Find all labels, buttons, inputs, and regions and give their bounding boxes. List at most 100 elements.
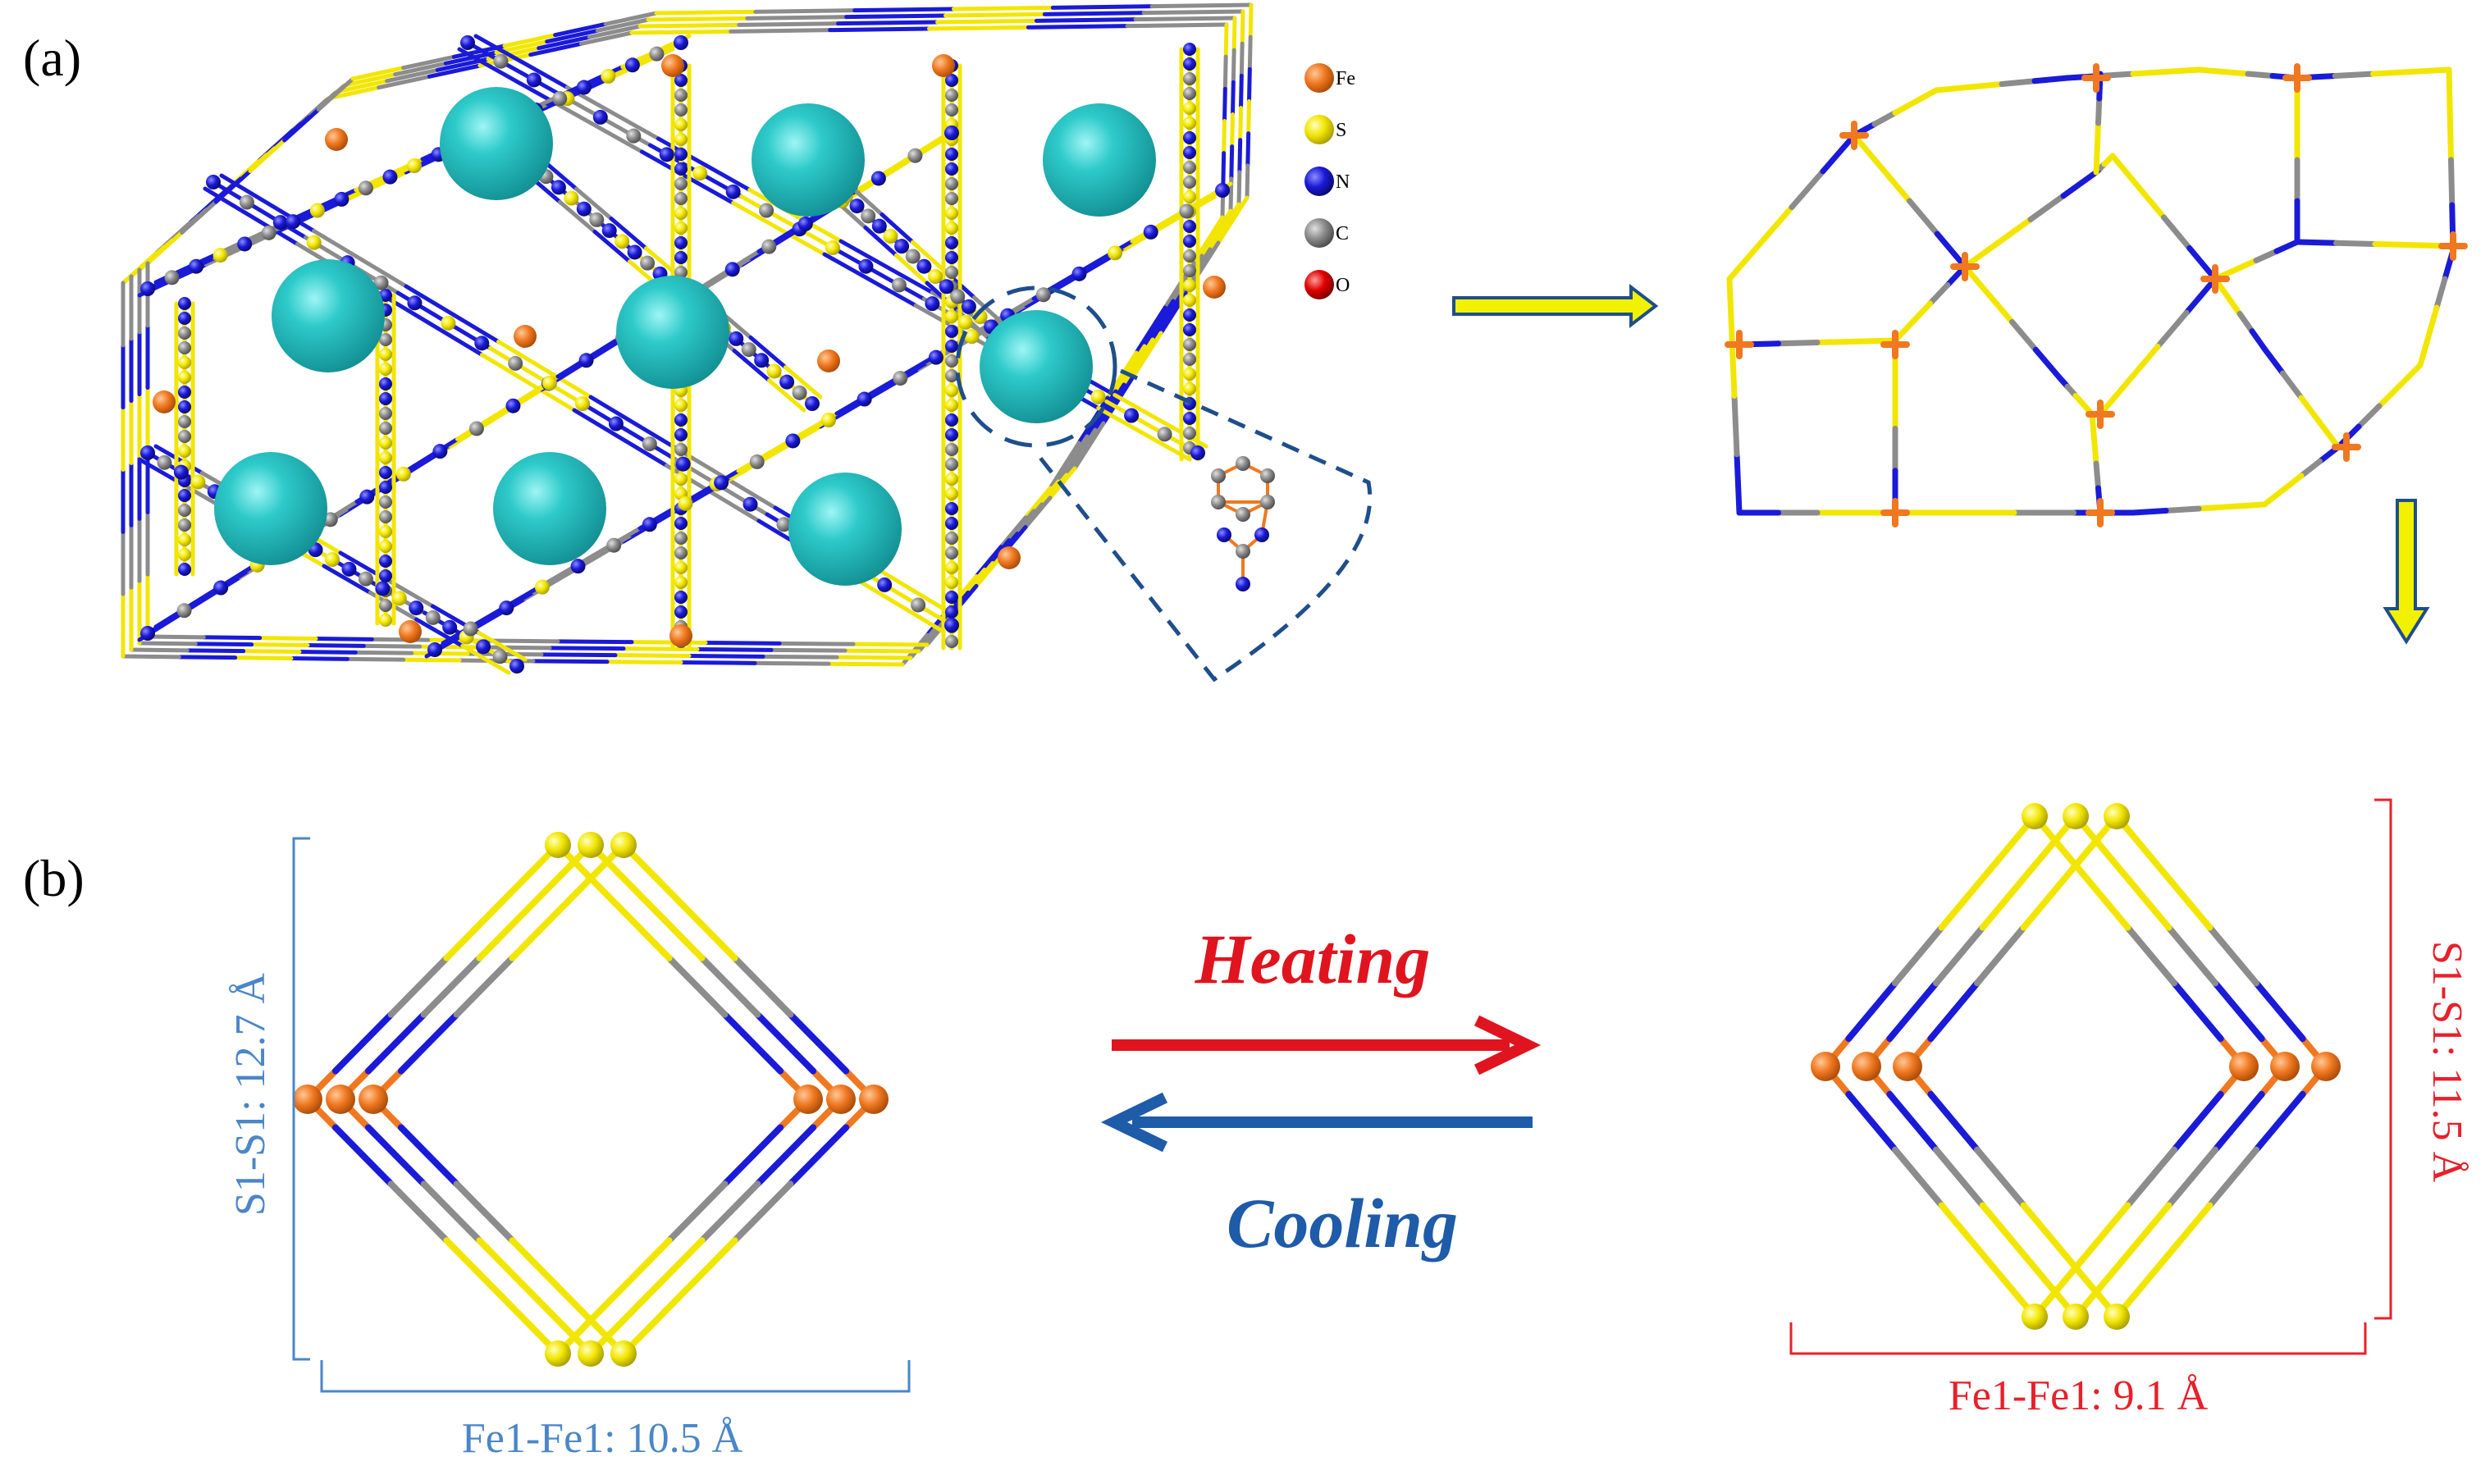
bond-segment: [1927, 282, 1951, 307]
bond-segment: [753, 8, 857, 14]
bond-segment: [974, 555, 1003, 588]
bond-segment: [729, 28, 833, 34]
chain-atom: [945, 546, 958, 559]
chain-atom: [797, 216, 813, 231]
bond-segment: [2165, 924, 2195, 959]
chain-atom: [945, 473, 958, 486]
bond-segment: [857, 568, 954, 628]
bond-segment: [1223, 22, 1229, 59]
s1-atom: [545, 1340, 571, 1367]
bond-segment: [782, 1039, 817, 1075]
bond-segment: [2433, 276, 2448, 311]
bond-segment: [1050, 4, 1154, 10]
bond-segment: [502, 33, 558, 48]
chain-atom: [1143, 224, 1158, 240]
bond-segment: [397, 1039, 432, 1075]
bond-segment: [1238, 106, 1243, 143]
bond-segment: [1962, 868, 1992, 903]
chain-atom: [674, 177, 688, 190]
chain-atom: [1071, 266, 1087, 281]
bond-segment: [473, 34, 569, 89]
bond-segment: [2253, 1118, 2283, 1153]
bond-segment: [504, 1265, 539, 1301]
left-dimension-brackets: S1-S1: 12.7 Å Fe1-Fe1: 10.5 Å: [227, 837, 911, 1462]
bond-segment: [2245, 71, 2276, 79]
bond-segment: [203, 186, 299, 246]
bond-segment: [531, 659, 610, 664]
pore-sphere: [214, 452, 327, 565]
bond-segment: [838, 239, 934, 295]
chain-atom: [358, 571, 373, 587]
bond-segment: [1072, 421, 1106, 471]
bond-segment: [1726, 240, 1764, 282]
bond-segment: [1845, 1090, 1875, 1126]
chain-atom: [674, 148, 688, 161]
bond-segment: [453, 1180, 488, 1216]
bond-segment: [1915, 1174, 1945, 1209]
bond-segment: [1789, 168, 1826, 210]
bond-segment: [1956, 1174, 1986, 1209]
bond-segment: [2067, 1258, 2097, 1293]
bond-segment: [176, 655, 238, 660]
bond-segment: [509, 1237, 544, 1272]
bond-segment: [2280, 473, 2305, 493]
chain-atom: [427, 642, 442, 657]
bond-segment: [2118, 868, 2149, 903]
bond-segment: [1149, 2, 1254, 9]
bond-segment: [703, 926, 738, 961]
chain-atom: [1124, 408, 1140, 423]
bond-segment: [1726, 276, 1735, 340]
bond-segment: [1950, 1118, 1981, 1153]
chain-atom: [608, 416, 624, 432]
chain-atom: [395, 466, 411, 482]
chain-atom: [761, 239, 777, 254]
chain-atom: [1183, 427, 1196, 440]
bond-segment: [2276, 1007, 2306, 1043]
chain-atom: [1183, 353, 1196, 366]
right-dimension-brackets: S1-S1: 11.5 Å Fe1-Fe1: 9.1 Å: [1789, 798, 2470, 1419]
chain-atom: [1183, 279, 1196, 292]
bond-segment: [1927, 1007, 1958, 1043]
chain-atom: [1035, 287, 1051, 303]
bond-segment: [2136, 1258, 2167, 1293]
bond-segment: [2159, 868, 2190, 903]
chain-atom: [911, 597, 926, 613]
fe1-atom: [1893, 1052, 1922, 1081]
bond-segment: [721, 1152, 756, 1188]
chain-atom: [916, 258, 932, 274]
chain-atom: [674, 473, 688, 486]
bond-segment: [2093, 460, 2101, 491]
bond-segment: [1997, 1174, 2027, 1209]
bond-segment: [2130, 508, 2169, 516]
chain-atom: [945, 443, 958, 456]
chain-atom: [1108, 245, 1123, 261]
chain-atom: [237, 236, 253, 252]
chain-atom: [678, 495, 693, 511]
bond-segment: [2126, 344, 2161, 384]
bond-segment: [359, 1152, 395, 1188]
chain-atom: [945, 103, 958, 116]
chain-atom: [945, 428, 958, 441]
chain-atom: [460, 35, 475, 50]
chain-atom: [601, 223, 617, 239]
bond-segment: [331, 1039, 367, 1075]
bond-segment: [1853, 337, 1898, 345]
chain-atom: [674, 561, 688, 574]
bond-segment: [2194, 1007, 2224, 1043]
bond-segment: [1909, 979, 1939, 1015]
bond-segment: [2163, 66, 2202, 75]
bond-segment: [2094, 120, 2101, 151]
chain-atom: [606, 537, 622, 553]
bond-segment: [1034, 17, 1138, 23]
bond-segment: [1851, 132, 1885, 171]
bond-segment: [1985, 291, 2015, 325]
bond-segment: [849, 185, 884, 217]
bond-segment: [2147, 1146, 2177, 1181]
bond-segment: [828, 26, 931, 33]
bond-segment: [2235, 1090, 2265, 1126]
chain-atom: [945, 340, 958, 353]
bond-segment: [2317, 419, 2342, 450]
bond-segment: [572, 408, 669, 468]
chain-atom: [961, 299, 976, 314]
ligand-carbon: [1260, 495, 1275, 509]
